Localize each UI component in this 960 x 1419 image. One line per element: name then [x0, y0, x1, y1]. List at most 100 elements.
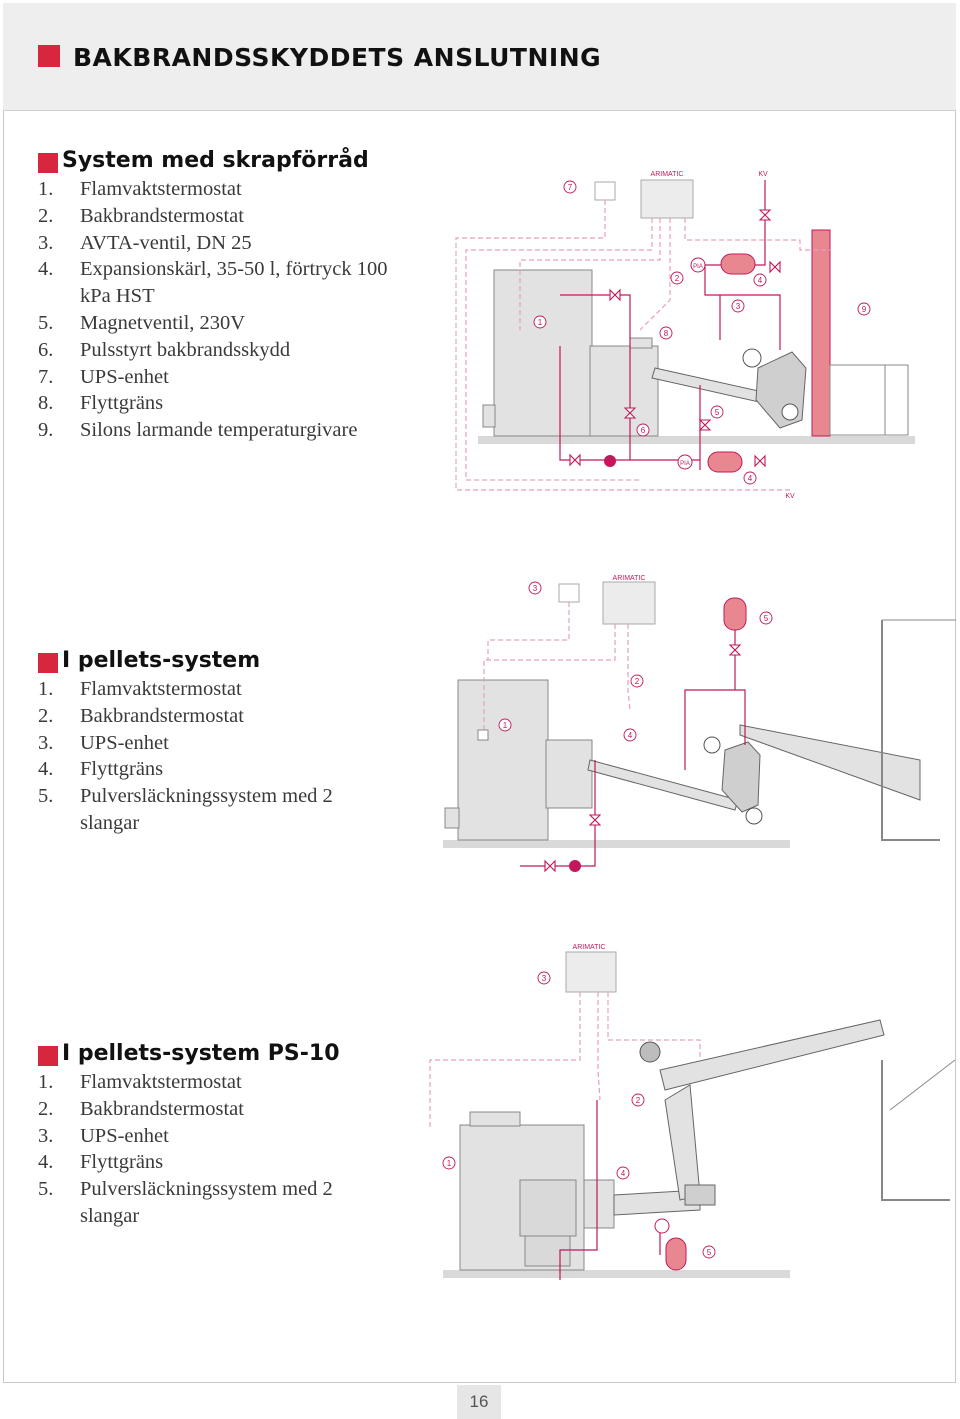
svg-text:3: 3 — [736, 302, 741, 311]
legend-item: 5.Pulversläckningssystem med 2 slangar — [38, 785, 333, 834]
auger-gear — [755, 351, 807, 429]
svg-text:7: 7 — [568, 183, 573, 192]
svg-text:3: 3 — [533, 584, 538, 593]
valve-icon — [654, 1218, 670, 1234]
pia-label: PIA — [680, 461, 690, 467]
legend-item: 8.Flyttgräns — [38, 392, 164, 415]
marker-numbers: 3 2 1 4 5 — [447, 974, 712, 1257]
kv-label: KV — [758, 171, 768, 178]
boiler-top — [469, 1111, 521, 1127]
svg-text:2: 2 — [636, 1096, 641, 1105]
silo-frame — [881, 1060, 950, 1201]
motor-icon — [703, 736, 721, 754]
burner — [545, 739, 593, 809]
legend-list: 1.Flamvaktstermostat 2.Bakbrandstermosta… — [38, 176, 438, 444]
arimatic-box — [640, 179, 694, 219]
legend-item: 5.Pulversläckningssystem med 2 slangar — [38, 1178, 333, 1227]
arimatic-label: ARIMATIC — [651, 171, 684, 178]
svg-text:4: 4 — [758, 276, 763, 285]
legend-item: 4.Expansionskärl, 35-50 l, förtryck 100 … — [38, 258, 388, 308]
expansion-vessel — [720, 253, 756, 275]
control-wire — [487, 602, 570, 660]
legend-list: 1.Flamvaktstermostat 2.Bakbrandstermosta… — [38, 1069, 378, 1230]
svg-text:8: 8 — [664, 329, 669, 338]
silo-wall — [811, 229, 831, 437]
marker-numbers: 7 2 4 3 1 8 9 5 6 4 — [538, 183, 867, 483]
svg-text:1: 1 — [447, 1159, 452, 1168]
auger-gear — [721, 741, 761, 813]
diagram-skrapforrad: ARIMATIC KV KV PIA PIA 7 — [455, 171, 915, 500]
silo-frame — [881, 620, 940, 841]
motor-icon — [742, 348, 762, 368]
control-wire — [684, 218, 830, 251]
legend-list: 1.Flamvaktstermostat 2.Bakbrandstermosta… — [38, 676, 378, 837]
section-pellets: I pellets-system 1.Flamvaktstermostat 2.… — [38, 648, 438, 837]
legend-item: 7.UPS-enhet — [38, 365, 169, 388]
floor — [443, 840, 790, 848]
section-title: System med skrapförråd — [62, 148, 369, 173]
control-wire — [429, 992, 581, 1130]
section-marker-icon — [38, 653, 58, 673]
motor-icon — [745, 807, 763, 825]
legend-item: 5.Magnetventil, 230V — [38, 311, 246, 334]
extinguisher-canister — [723, 597, 747, 631]
section-title: I pellets-system — [62, 648, 261, 673]
boiler-door — [444, 807, 460, 829]
page-header: BAKBRANDSSKYDDETS ANSLUTNING — [3, 3, 956, 111]
kv-label: KV — [785, 493, 795, 500]
legend-item: 9.Silons larmande temperaturgivare — [38, 419, 358, 442]
svg-text:5: 5 — [715, 408, 720, 417]
control-wire — [639, 218, 671, 331]
legend-item: 3.UPS-enhet — [38, 1124, 169, 1147]
burner-top — [629, 337, 653, 349]
valve-icon — [544, 644, 742, 873]
svg-text:1: 1 — [503, 721, 508, 730]
legend-item: 1.Flamvaktstermostat — [38, 678, 242, 700]
burner-panel — [519, 1179, 577, 1237]
arimatic-box — [602, 581, 656, 625]
control-wire — [465, 218, 653, 481]
pump-icon — [569, 860, 581, 872]
section-skrapforrad: System med skrapförråd 1.Flamvaktstermos… — [38, 148, 438, 444]
legend-item: 3.AVTA-ventil, DN 25 — [38, 231, 252, 254]
svg-text:4: 4 — [628, 731, 633, 740]
marker-circles — [533, 180, 871, 485]
motor-icon — [781, 403, 799, 421]
silo-auger — [739, 724, 921, 801]
legend-item: 4.Flyttgräns — [38, 758, 164, 781]
valve-icon — [569, 209, 781, 468]
control-wire — [597, 992, 601, 1101]
silo-auger — [659, 1019, 885, 1091]
ups-box — [558, 583, 580, 603]
arimatic-label: ARIMATIC — [573, 944, 606, 951]
legend-item: 2.Bakbrandstermostat — [38, 204, 244, 227]
svg-text:6: 6 — [641, 426, 646, 435]
section-header: I pellets-system — [38, 648, 438, 676]
control-wire — [627, 624, 631, 711]
motor-housing — [684, 1184, 716, 1206]
pia-label: PIA — [693, 264, 703, 270]
svg-text:9: 9 — [862, 305, 867, 314]
control-wire — [607, 992, 701, 1060]
svg-text:3: 3 — [542, 974, 547, 983]
burner — [589, 345, 659, 437]
pia-marker — [677, 257, 706, 470]
extinguisher-canister — [665, 1237, 687, 1271]
svg-text:2: 2 — [635, 677, 640, 686]
control-wire — [519, 218, 661, 330]
section-pellets-ps10: I pellets-system PS-10 1.Flamvaktstermos… — [38, 1041, 438, 1230]
arimatic-box — [565, 951, 617, 993]
floor — [443, 1270, 790, 1278]
marker-numbers: 3 5 2 1 4 — [503, 584, 769, 740]
feed-tube — [613, 1189, 701, 1216]
svg-text:4: 4 — [748, 474, 753, 483]
pump-icon — [604, 455, 616, 467]
control-wire — [483, 624, 616, 735]
legend-item: 2.Bakbrandstermostat — [38, 704, 244, 727]
silo-frame — [889, 1059, 956, 1111]
section-marker-icon — [38, 153, 58, 173]
page-title: BAKBRANDSSKYDDETS ANSLUTNING — [73, 43, 602, 72]
water-pipes — [559, 1100, 661, 1280]
section-header: I pellets-system PS-10 — [38, 1041, 438, 1069]
expansion-vessel — [707, 451, 743, 473]
